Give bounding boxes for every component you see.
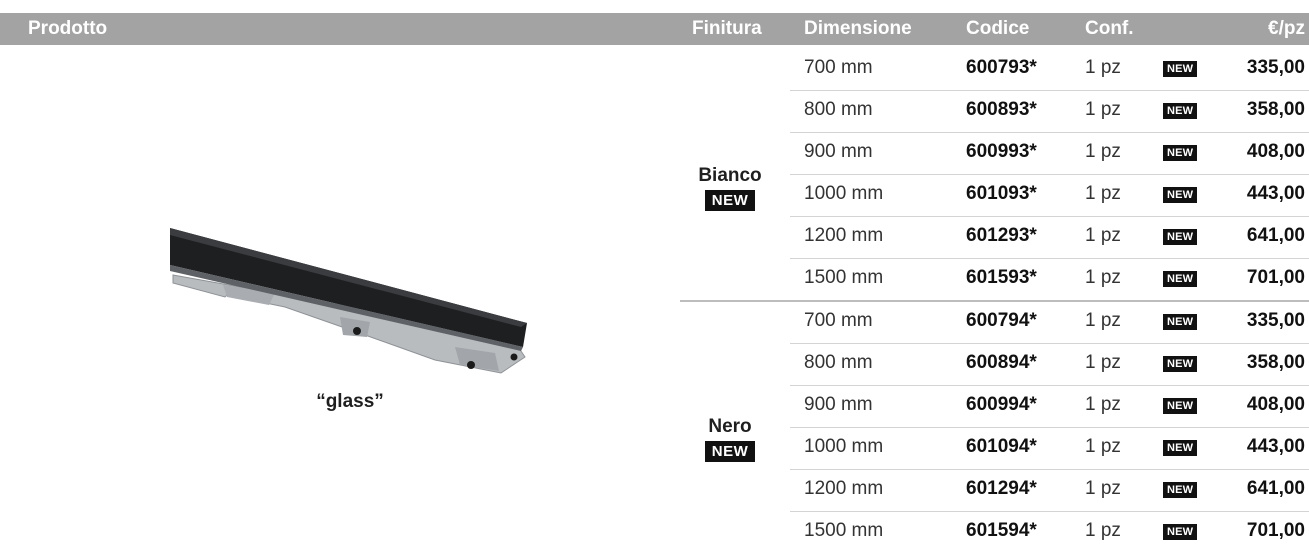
row-divider [790, 343, 1309, 344]
table-row: 1500 mm 601594* 1 pz NEW 701,00 [0, 512, 1309, 554]
product-name: “glass” [316, 391, 384, 412]
row-divider [790, 385, 1309, 386]
conf-cell: 1 pz [1085, 183, 1121, 204]
finish-bianco: Bianco NEW [680, 165, 780, 211]
new-badge: NEW [1163, 482, 1198, 498]
dimension-cell: 1000 mm [804, 436, 884, 457]
conf-cell: 1 pz [1085, 141, 1121, 162]
header-prodotto: Prodotto [28, 18, 108, 39]
new-badge: NEW [1163, 356, 1198, 372]
table-row: 700 mm 600794* 1 pz NEW 335,00 [0, 302, 1309, 344]
dimension-cell: 900 mm [804, 394, 873, 415]
dimension-cell: 700 mm [804, 57, 873, 78]
dimension-cell: 1200 mm [804, 478, 884, 499]
new-badge: NEW [1163, 187, 1198, 203]
price-cell: 358,00 [1246, 99, 1305, 120]
conf-cell: 1 pz [1085, 57, 1121, 78]
table-header: Prodotto Finitura Dimensione Codice Conf… [0, 13, 1309, 45]
dimension-cell: 1200 mm [804, 225, 884, 246]
table-row: 800 mm 600894* 1 pz NEW 358,00 [0, 344, 1309, 386]
group-divider [680, 300, 1309, 302]
row-divider [790, 469, 1309, 470]
code-cell: 600993* [966, 141, 1037, 162]
header-finitura: Finitura [692, 18, 762, 39]
dimension-cell: 1500 mm [804, 520, 884, 541]
table-row: 900 mm 600993* 1 pz NEW 408,00 [0, 133, 1309, 175]
row-divider [790, 132, 1309, 133]
price-cell: 701,00 [1246, 267, 1305, 288]
price-cell: 641,00 [1246, 478, 1305, 499]
code-cell: 600893* [966, 99, 1037, 120]
table-row: 700 mm 600793* 1 pz NEW 335,00 [0, 49, 1309, 91]
table-row: 1200 mm 601293* 1 pz NEW 641,00 [0, 217, 1309, 259]
price-cell: 641,00 [1246, 225, 1305, 246]
new-badge: NEW [704, 441, 756, 462]
new-badge: NEW [1163, 271, 1198, 287]
dimension-cell: 1500 mm [804, 267, 884, 288]
price-cell: 443,00 [1246, 183, 1305, 204]
table-row: 1000 mm 601094* 1 pz NEW 443,00 [0, 428, 1309, 470]
code-cell: 600793* [966, 57, 1037, 78]
row-divider [790, 90, 1309, 91]
new-badge: NEW [1163, 61, 1198, 77]
table-row: 1200 mm 601294* 1 pz NEW 641,00 [0, 470, 1309, 512]
dimension-cell: 1000 mm [804, 183, 884, 204]
new-badge: NEW [1163, 103, 1198, 119]
code-cell: 601294* [966, 478, 1037, 499]
header-conf: Conf. [1085, 18, 1134, 39]
price-cell: 358,00 [1246, 352, 1305, 373]
dimension-cell: 800 mm [804, 352, 873, 373]
table-row: 800 mm 600893* 1 pz NEW 358,00 [0, 91, 1309, 133]
finish-nero: Nero NEW [680, 416, 780, 462]
code-cell: 600894* [966, 352, 1037, 373]
code-cell: 601293* [966, 225, 1037, 246]
row-divider [790, 216, 1309, 217]
new-badge: NEW [1163, 314, 1198, 330]
code-cell: 601094* [966, 436, 1037, 457]
price-cell: 408,00 [1246, 141, 1305, 162]
new-badge: NEW [704, 190, 756, 211]
new-badge: NEW [1163, 440, 1198, 456]
table-row: 900 mm 600994* 1 pz NEW 408,00 [0, 386, 1309, 428]
conf-cell: 1 pz [1085, 99, 1121, 120]
code-cell: 600994* [966, 394, 1037, 415]
new-badge: NEW [1163, 229, 1198, 245]
header-dimensione: Dimensione [804, 18, 912, 39]
price-cell: 443,00 [1246, 436, 1305, 457]
conf-cell: 1 pz [1085, 310, 1121, 331]
new-badge: NEW [1163, 145, 1198, 161]
conf-cell: 1 pz [1085, 478, 1121, 499]
table-row: 1000 mm 601093* 1 pz NEW 443,00 [0, 175, 1309, 217]
price-cell: 701,00 [1246, 520, 1305, 541]
code-cell: 601593* [966, 267, 1037, 288]
code-cell: 601594* [966, 520, 1037, 541]
drain-channel-product-image [170, 228, 527, 374]
header-codice: Codice [966, 18, 1030, 39]
row-divider [790, 427, 1309, 428]
code-cell: 601093* [966, 183, 1037, 204]
conf-cell: 1 pz [1085, 520, 1121, 541]
conf-cell: 1 pz [1085, 394, 1121, 415]
table-row: 1500 mm 601593* 1 pz NEW 701,00 [0, 259, 1309, 301]
row-divider [790, 174, 1309, 175]
dimension-cell: 700 mm [804, 310, 873, 331]
code-cell: 600794* [966, 310, 1037, 331]
new-badge: NEW [1163, 398, 1198, 414]
row-divider [790, 511, 1309, 512]
dimension-cell: 900 mm [804, 141, 873, 162]
price-cell: 408,00 [1246, 394, 1305, 415]
conf-cell: 1 pz [1085, 436, 1121, 457]
dimension-cell: 800 mm [804, 99, 873, 120]
new-badge: NEW [1163, 524, 1198, 540]
header-price: €/pz [1268, 18, 1305, 39]
price-cell: 335,00 [1246, 310, 1305, 331]
finish-label: Bianco [698, 165, 762, 186]
row-divider [790, 258, 1309, 259]
conf-cell: 1 pz [1085, 267, 1121, 288]
finish-label: Nero [708, 416, 752, 437]
price-cell: 335,00 [1246, 57, 1305, 78]
conf-cell: 1 pz [1085, 352, 1121, 373]
conf-cell: 1 pz [1085, 225, 1121, 246]
